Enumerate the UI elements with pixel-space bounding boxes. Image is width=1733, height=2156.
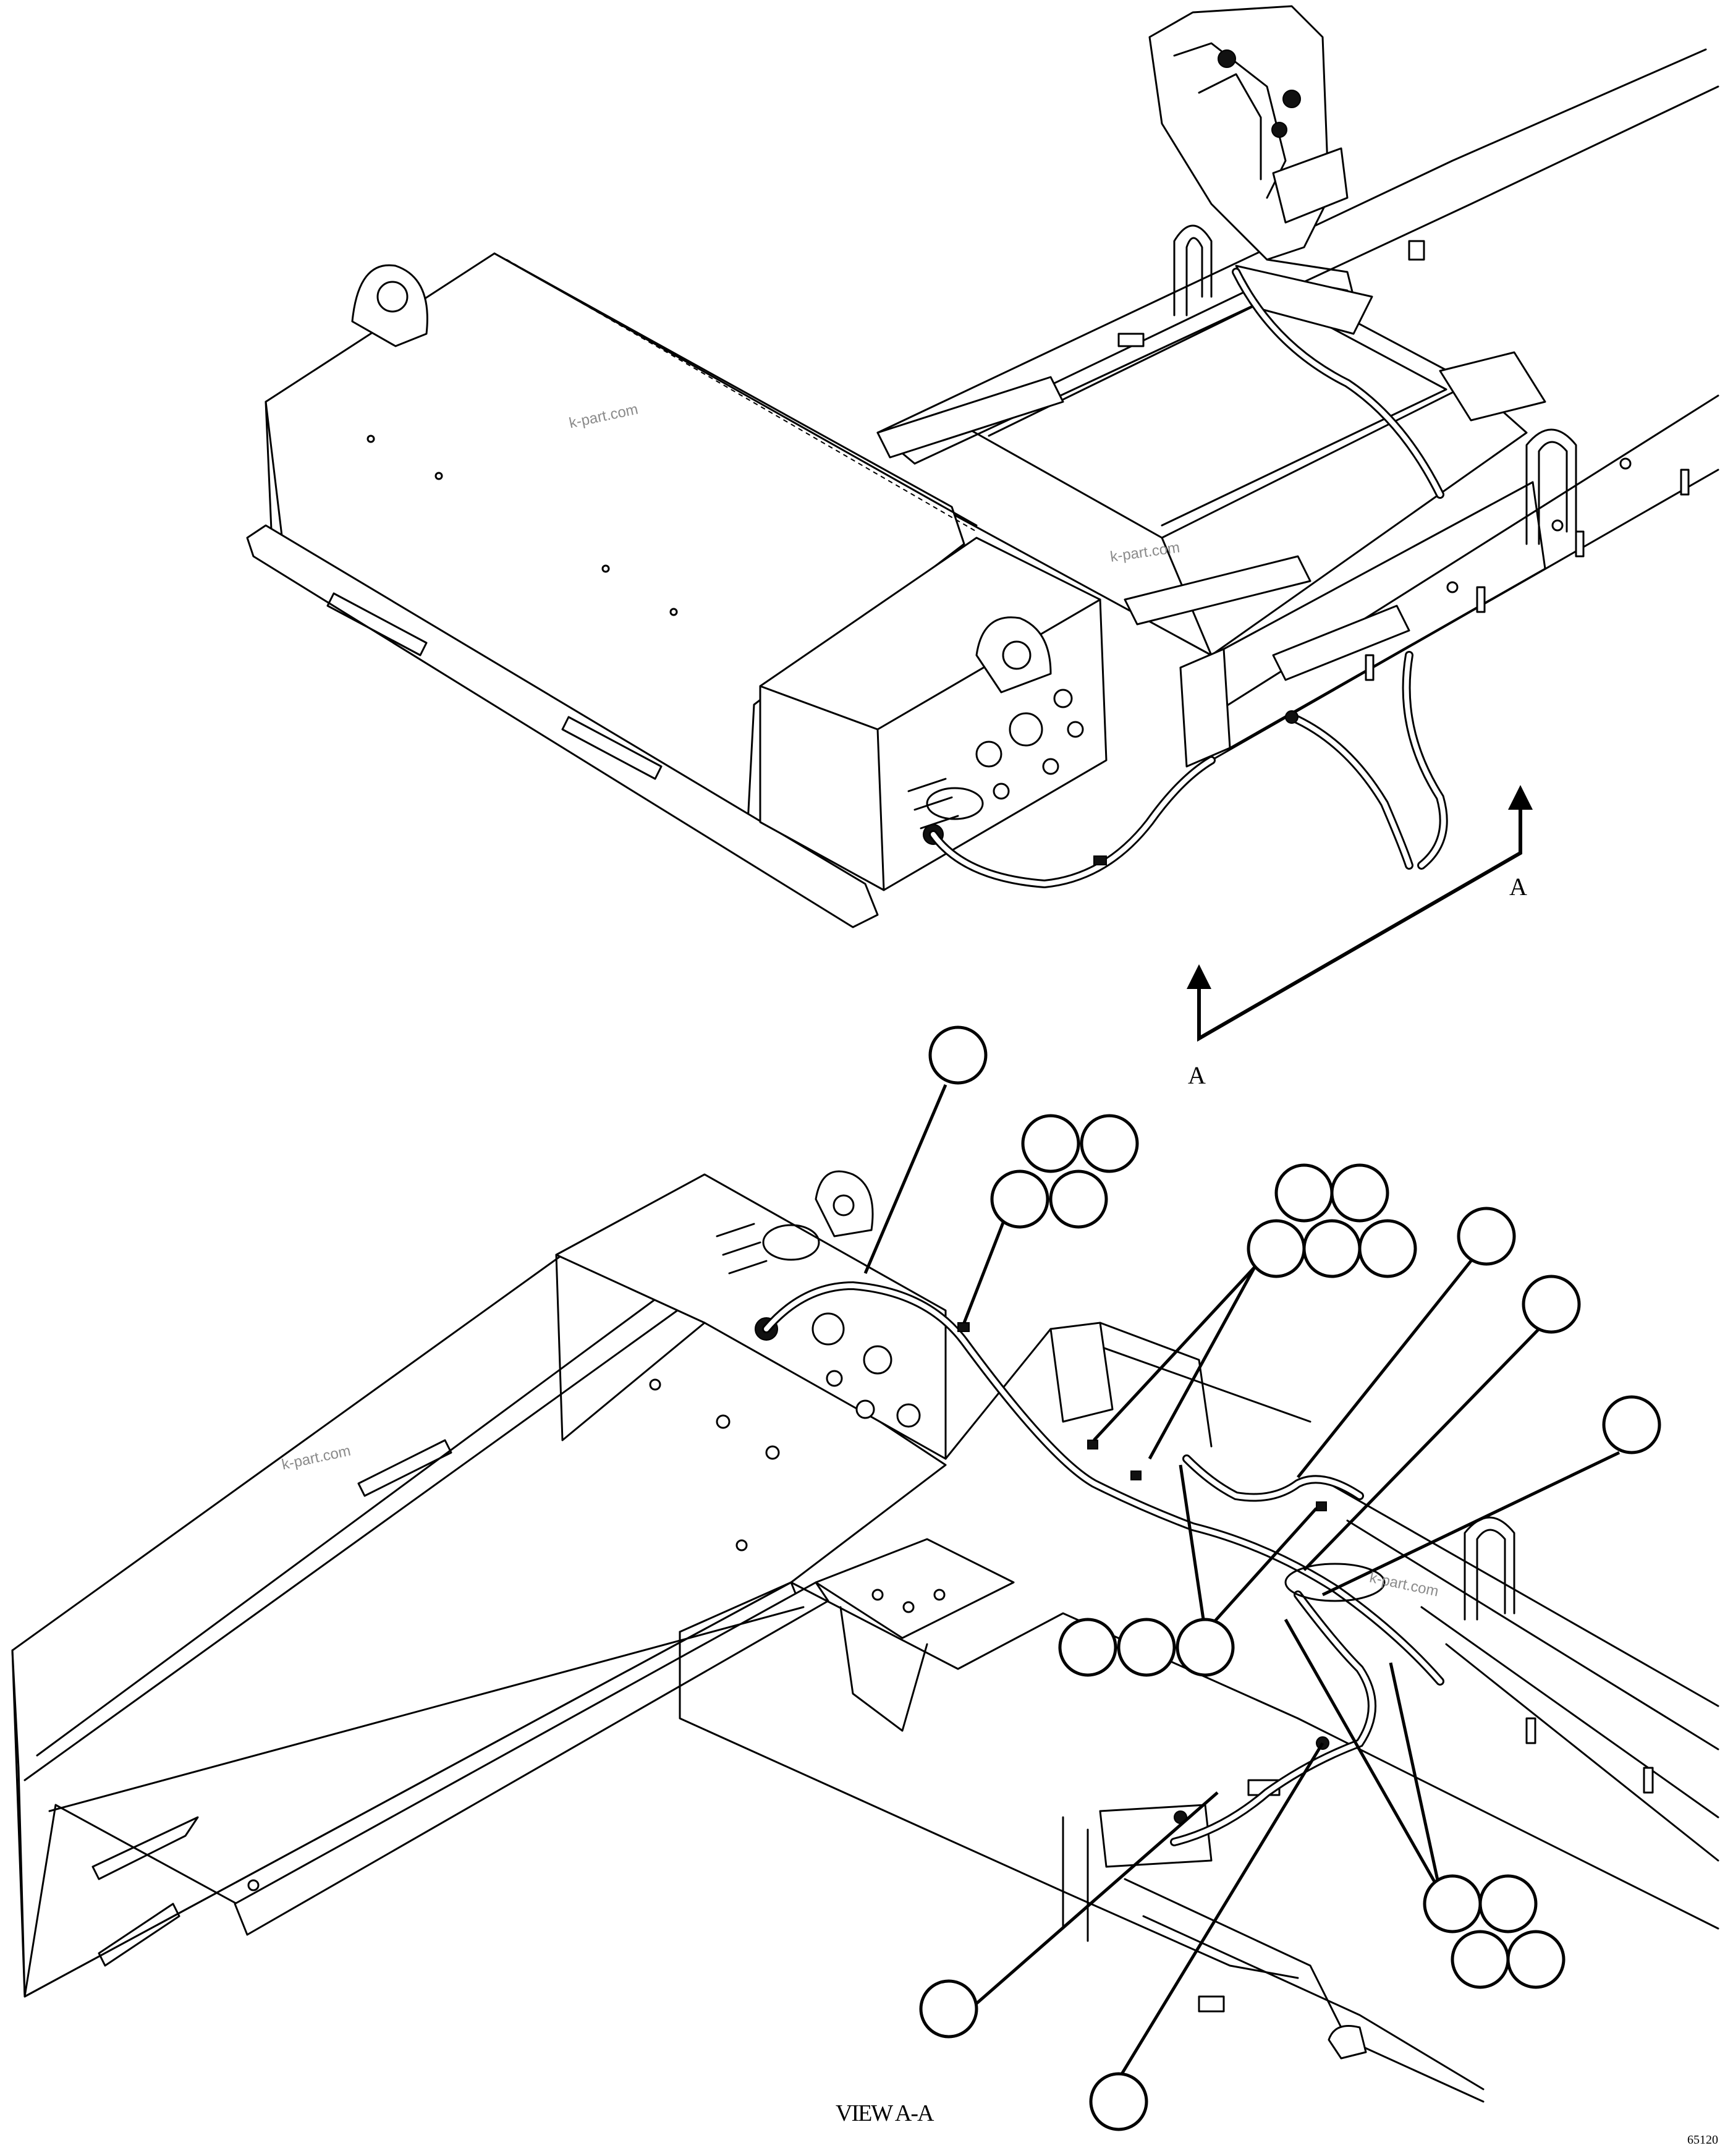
callout-bubble [1451,1930,1510,1989]
callout-bubble [1080,1114,1139,1173]
callout-bubble [1602,1395,1661,1454]
upper-hoses [929,268,1448,889]
section-label-lower: A [1188,1061,1206,1089]
callout-bubble [990,1169,1049,1229]
callout-bubble [1274,1163,1334,1223]
callout-bubble [1176,1618,1235,1677]
callout-bubble [1021,1114,1080,1173]
callout-bubble [1330,1163,1389,1223]
connector-box [759,537,1108,891]
callout-bubble [1089,2072,1148,2131]
callout-bubble [1506,1930,1566,1989]
callout-bubble [1302,1219,1362,1278]
callouts [863,1025,1661,2131]
section-label-upper: A [1509,873,1527,901]
hitch-housing [1148,5,1373,335]
callout-bubble [1058,1618,1117,1677]
battery-cover [246,252,978,928]
callout-bubble [928,1025,988,1085]
upper-view [246,5,1719,1042]
callout-bubble [1049,1169,1108,1229]
callout-bubble [1247,1219,1306,1278]
callout-bubble [1358,1219,1417,1278]
callout-bubble [1457,1207,1516,1266]
lower-frame [679,1322,1719,2103]
lower-view [11,1170,1719,2103]
callout-bubble [919,1979,978,2039]
callout-bubble [1478,1874,1538,1933]
callout-bubble [1117,1618,1176,1677]
view-caption: VIEW A-A [836,2100,934,2126]
callout-bubble [1522,1275,1581,1334]
drawing-number: 65120 [1687,2133,1718,2147]
callout-bubble [1423,1874,1482,1933]
section-arrow-a [1187,785,1533,1042]
